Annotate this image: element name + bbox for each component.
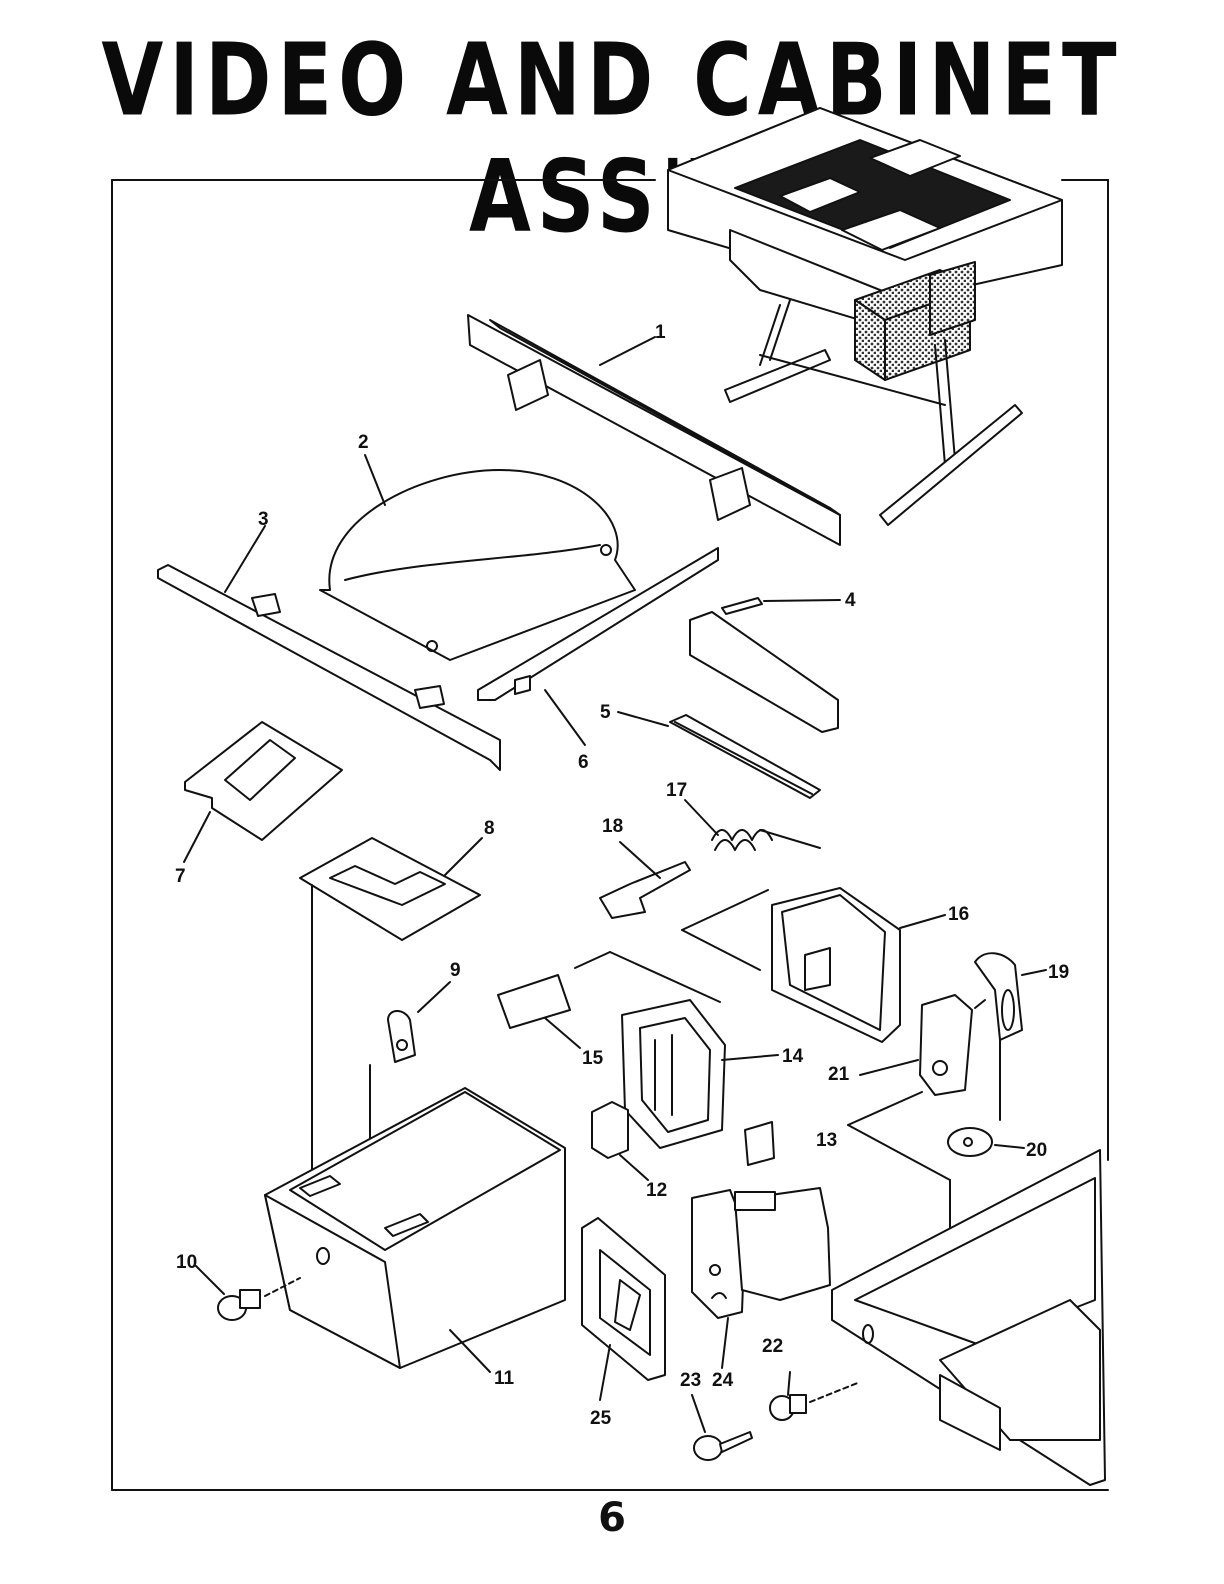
part-7-plate (183, 721, 343, 863)
callout-1: 1 (655, 322, 666, 343)
part-17-spring (684, 799, 821, 851)
callout-3: 3 (258, 509, 269, 530)
part-1-bracket (467, 314, 841, 546)
part-15-plate (497, 951, 721, 1049)
callout-9: 9 (450, 960, 461, 981)
callout-24: 24 (712, 1370, 734, 1391)
part-18-lever (599, 841, 691, 919)
cabinet-overview (667, 107, 1063, 526)
part-10-lock (195, 1265, 301, 1321)
part-2-dome-cover (319, 454, 636, 661)
callout-17: 17 (666, 780, 687, 801)
callout-8: 8 (484, 818, 495, 839)
display-panel (689, 611, 839, 733)
part-16-housing (681, 887, 946, 1043)
part-24-coin-mechanism (691, 1187, 831, 1369)
callout-21: 21 (828, 1064, 850, 1085)
part-3-rail (157, 525, 501, 771)
callout-11: 11 (494, 1368, 515, 1389)
callout-7: 7 (175, 866, 186, 887)
callout-23: 23 (680, 1370, 701, 1391)
part-14-coin-door (621, 999, 779, 1166)
callout-10: 10 (176, 1252, 197, 1273)
border-frame (111, 179, 1109, 1491)
part-23-key (691, 1394, 753, 1461)
part-5-channel (617, 711, 821, 799)
part-11-cash-box (264, 1087, 566, 1373)
part-22-lock (769, 1371, 861, 1421)
callout-4: 4 (845, 590, 856, 611)
callout-12: 12 (646, 1180, 667, 1201)
part-6-rail (477, 547, 719, 746)
callout-25: 25 (590, 1408, 612, 1429)
callout-13: 13 (816, 1130, 837, 1151)
part-19-latch (974, 952, 1047, 1121)
page-number: 6 (598, 1495, 626, 1541)
part-4-clip (721, 597, 841, 615)
callout-16: 16 (948, 904, 969, 925)
part-12-block (591, 1101, 649, 1181)
callout-5: 5 (600, 702, 611, 723)
callout-2: 2 (358, 432, 369, 453)
callout-labels: 1 2 3 4 5 6 7 8 9 10 11 12 13 14 15 16 1… (175, 322, 1069, 1429)
part-8-plate (299, 837, 483, 1181)
callout-18: 18 (602, 816, 623, 837)
part-9-tab (369, 981, 451, 1226)
callout-22: 22 (762, 1336, 783, 1357)
callout-20: 20 (1026, 1140, 1047, 1161)
cabinet-base (831, 1149, 1106, 1486)
part-25-coin-door (581, 1217, 666, 1401)
part-21-lock-plate (859, 994, 986, 1096)
part-20-cam (947, 1127, 1025, 1157)
callout-19: 19 (1048, 962, 1069, 983)
callout-14: 14 (782, 1046, 804, 1067)
callout-15: 15 (582, 1048, 604, 1069)
callout-6: 6 (578, 752, 589, 773)
